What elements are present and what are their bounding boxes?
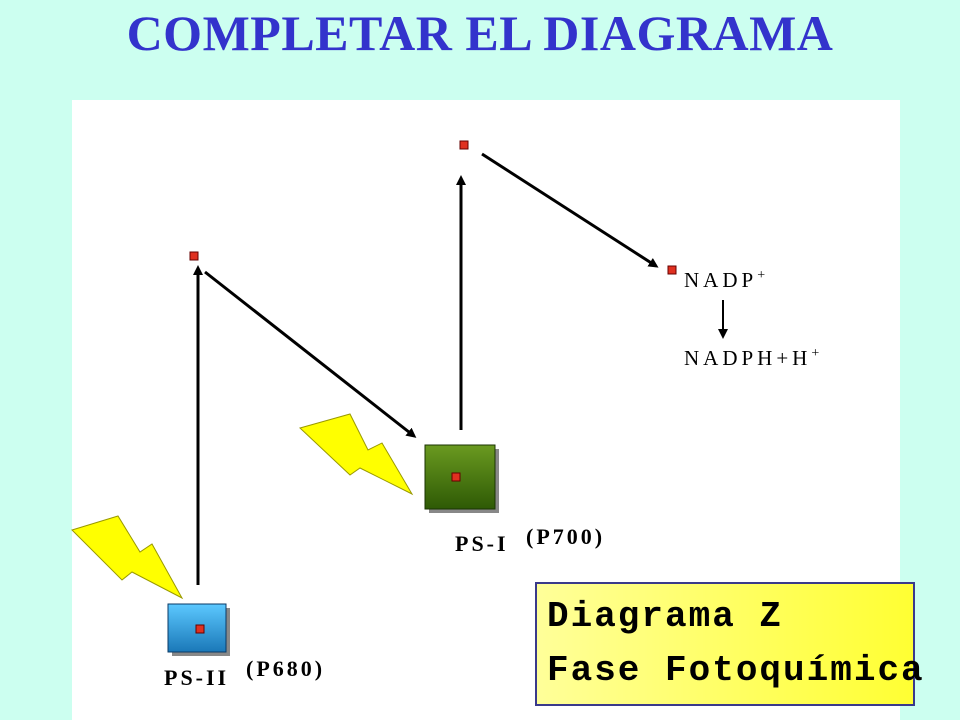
ps2-square xyxy=(167,603,230,656)
arrow-transport-ps2-ps1 xyxy=(204,270,417,438)
marker-nadp xyxy=(667,265,677,275)
nadph-text: NADPH+H xyxy=(684,346,812,370)
marker-ps2 xyxy=(195,624,205,634)
marker-ps1 xyxy=(451,472,461,482)
ps2-label: PS-II xyxy=(164,665,230,690)
arrow-transport-ps1-nadp xyxy=(481,152,659,268)
p700-label: (P700) xyxy=(526,524,606,549)
nadph-charge: + xyxy=(811,346,820,361)
marker-ps1-excited xyxy=(459,140,469,150)
marker-ps2-excited xyxy=(189,251,199,261)
lightning-icon xyxy=(71,515,184,600)
nadp-text: NADP xyxy=(684,268,758,292)
p680-label: (P680) xyxy=(246,656,326,681)
diagram-z-box: Diagrama Z Fase Fotoquímica xyxy=(535,582,923,706)
box-line-1: Diagrama Z xyxy=(547,596,784,637)
nadph-label: NADPH+H+ xyxy=(684,346,819,371)
nadp-label: NADP+ xyxy=(684,268,765,293)
ps1-label: PS-I xyxy=(455,531,509,556)
lightning-icon xyxy=(299,413,414,496)
nadp-charge: + xyxy=(757,268,766,283)
ps1-square xyxy=(424,444,499,513)
page-title: COMPLETAR EL DIAGRAMA xyxy=(126,5,834,61)
box-line-2: Fase Fotoquímica xyxy=(547,650,925,691)
